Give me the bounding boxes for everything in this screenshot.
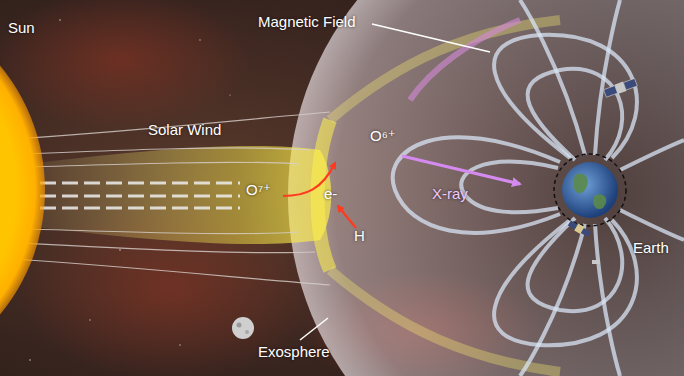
sun-label: Sun	[8, 20, 35, 37]
ion-label: O⁷⁺	[246, 182, 271, 199]
wind-label: Solar Wind	[148, 122, 221, 139]
electron-label: e-	[324, 186, 337, 203]
exosphere-label: Exosphere	[258, 344, 330, 361]
earth-label: Earth	[633, 240, 669, 257]
ion-label: O⁶⁺	[370, 128, 396, 145]
xray-label: X-ray	[432, 186, 468, 203]
field-label: Magnetic Field	[258, 14, 356, 31]
hydrogen-label: H	[354, 228, 365, 245]
